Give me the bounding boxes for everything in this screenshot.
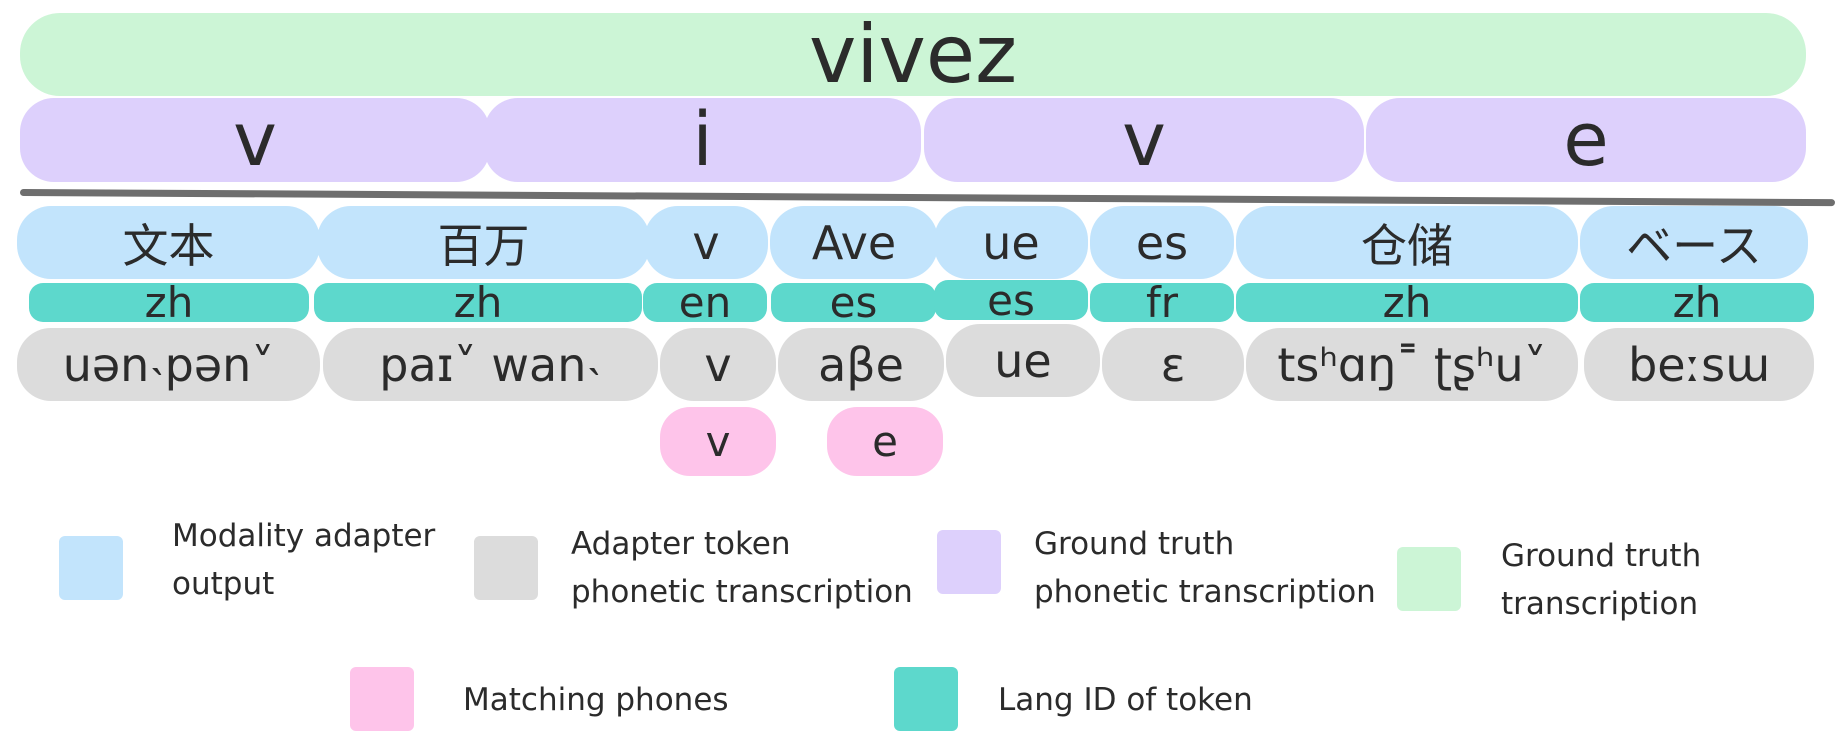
legend-label-gt-phonetic: Ground truth phonetic transcription (1034, 526, 1376, 610)
gt-phone-3: v (924, 97, 1364, 183)
legend-label-matching: Matching phones (463, 682, 729, 718)
adapter-phonetic: ɛ (1102, 328, 1244, 401)
adapter-phonetic: paɪ˅ wan˴ (323, 328, 658, 401)
lang-id-badge: zh (1580, 278, 1814, 327)
lang-id-badge: es (771, 278, 936, 327)
legend-swatch-gt-transcription (1397, 547, 1461, 611)
legend-swatch-adapter-phonetic (474, 536, 538, 600)
adapter-token: ue (934, 206, 1088, 279)
adapter-token: es (1090, 206, 1234, 279)
adapter-phonetic: uən˴pən˅ (17, 328, 320, 401)
gt-phone-1: v (20, 97, 490, 183)
adapter-token: Ave (770, 206, 938, 279)
matching-phone: e (827, 407, 943, 476)
matching-phone: v (660, 407, 776, 476)
adapter-phonetic: aβe (778, 328, 944, 401)
legend-label-adapter-phonetic: Adapter token phonetic transcription (571, 526, 913, 610)
legend-label-adapter-output: Modality adapter output (172, 518, 436, 602)
adapter-token: 仓储 (1236, 206, 1578, 279)
adapter-token: v (644, 206, 768, 279)
ground-truth-transcription: vivez (20, 8, 1806, 101)
adapter-phonetic: ue (946, 324, 1100, 397)
legend-label-gt-transcription: Ground truth transcription (1501, 538, 1702, 622)
lang-id-badge: zh (314, 278, 642, 327)
adapter-phonetic: beːsɯ (1584, 328, 1814, 401)
lang-id-badge: fr (1090, 278, 1234, 327)
legend-swatch-lang-id (894, 667, 958, 731)
adapter-phonetic: tsʰɑŋ˭ ʈʂʰu˅ (1246, 328, 1578, 401)
adapter-token: 文本 (17, 206, 320, 279)
adapter-token: ベース (1580, 206, 1808, 279)
adapter-token: 百万 (317, 206, 650, 279)
lang-id-badge: es (934, 276, 1088, 325)
legend-swatch-matching (350, 667, 414, 731)
lang-id-badge: zh (29, 278, 309, 327)
adapter-phonetic: v (660, 328, 776, 401)
legend-swatch-adapter-output (59, 536, 123, 600)
lang-id-badge: en (643, 278, 767, 327)
legend-label-lang-id: Lang ID of token (998, 682, 1253, 718)
legend-swatch-gt-phonetic (937, 530, 1001, 594)
divider-line (19, 189, 1835, 207)
lang-id-badge: zh (1236, 278, 1578, 327)
gt-phone-2: i (484, 97, 921, 183)
gt-phone-4: e (1366, 97, 1806, 183)
